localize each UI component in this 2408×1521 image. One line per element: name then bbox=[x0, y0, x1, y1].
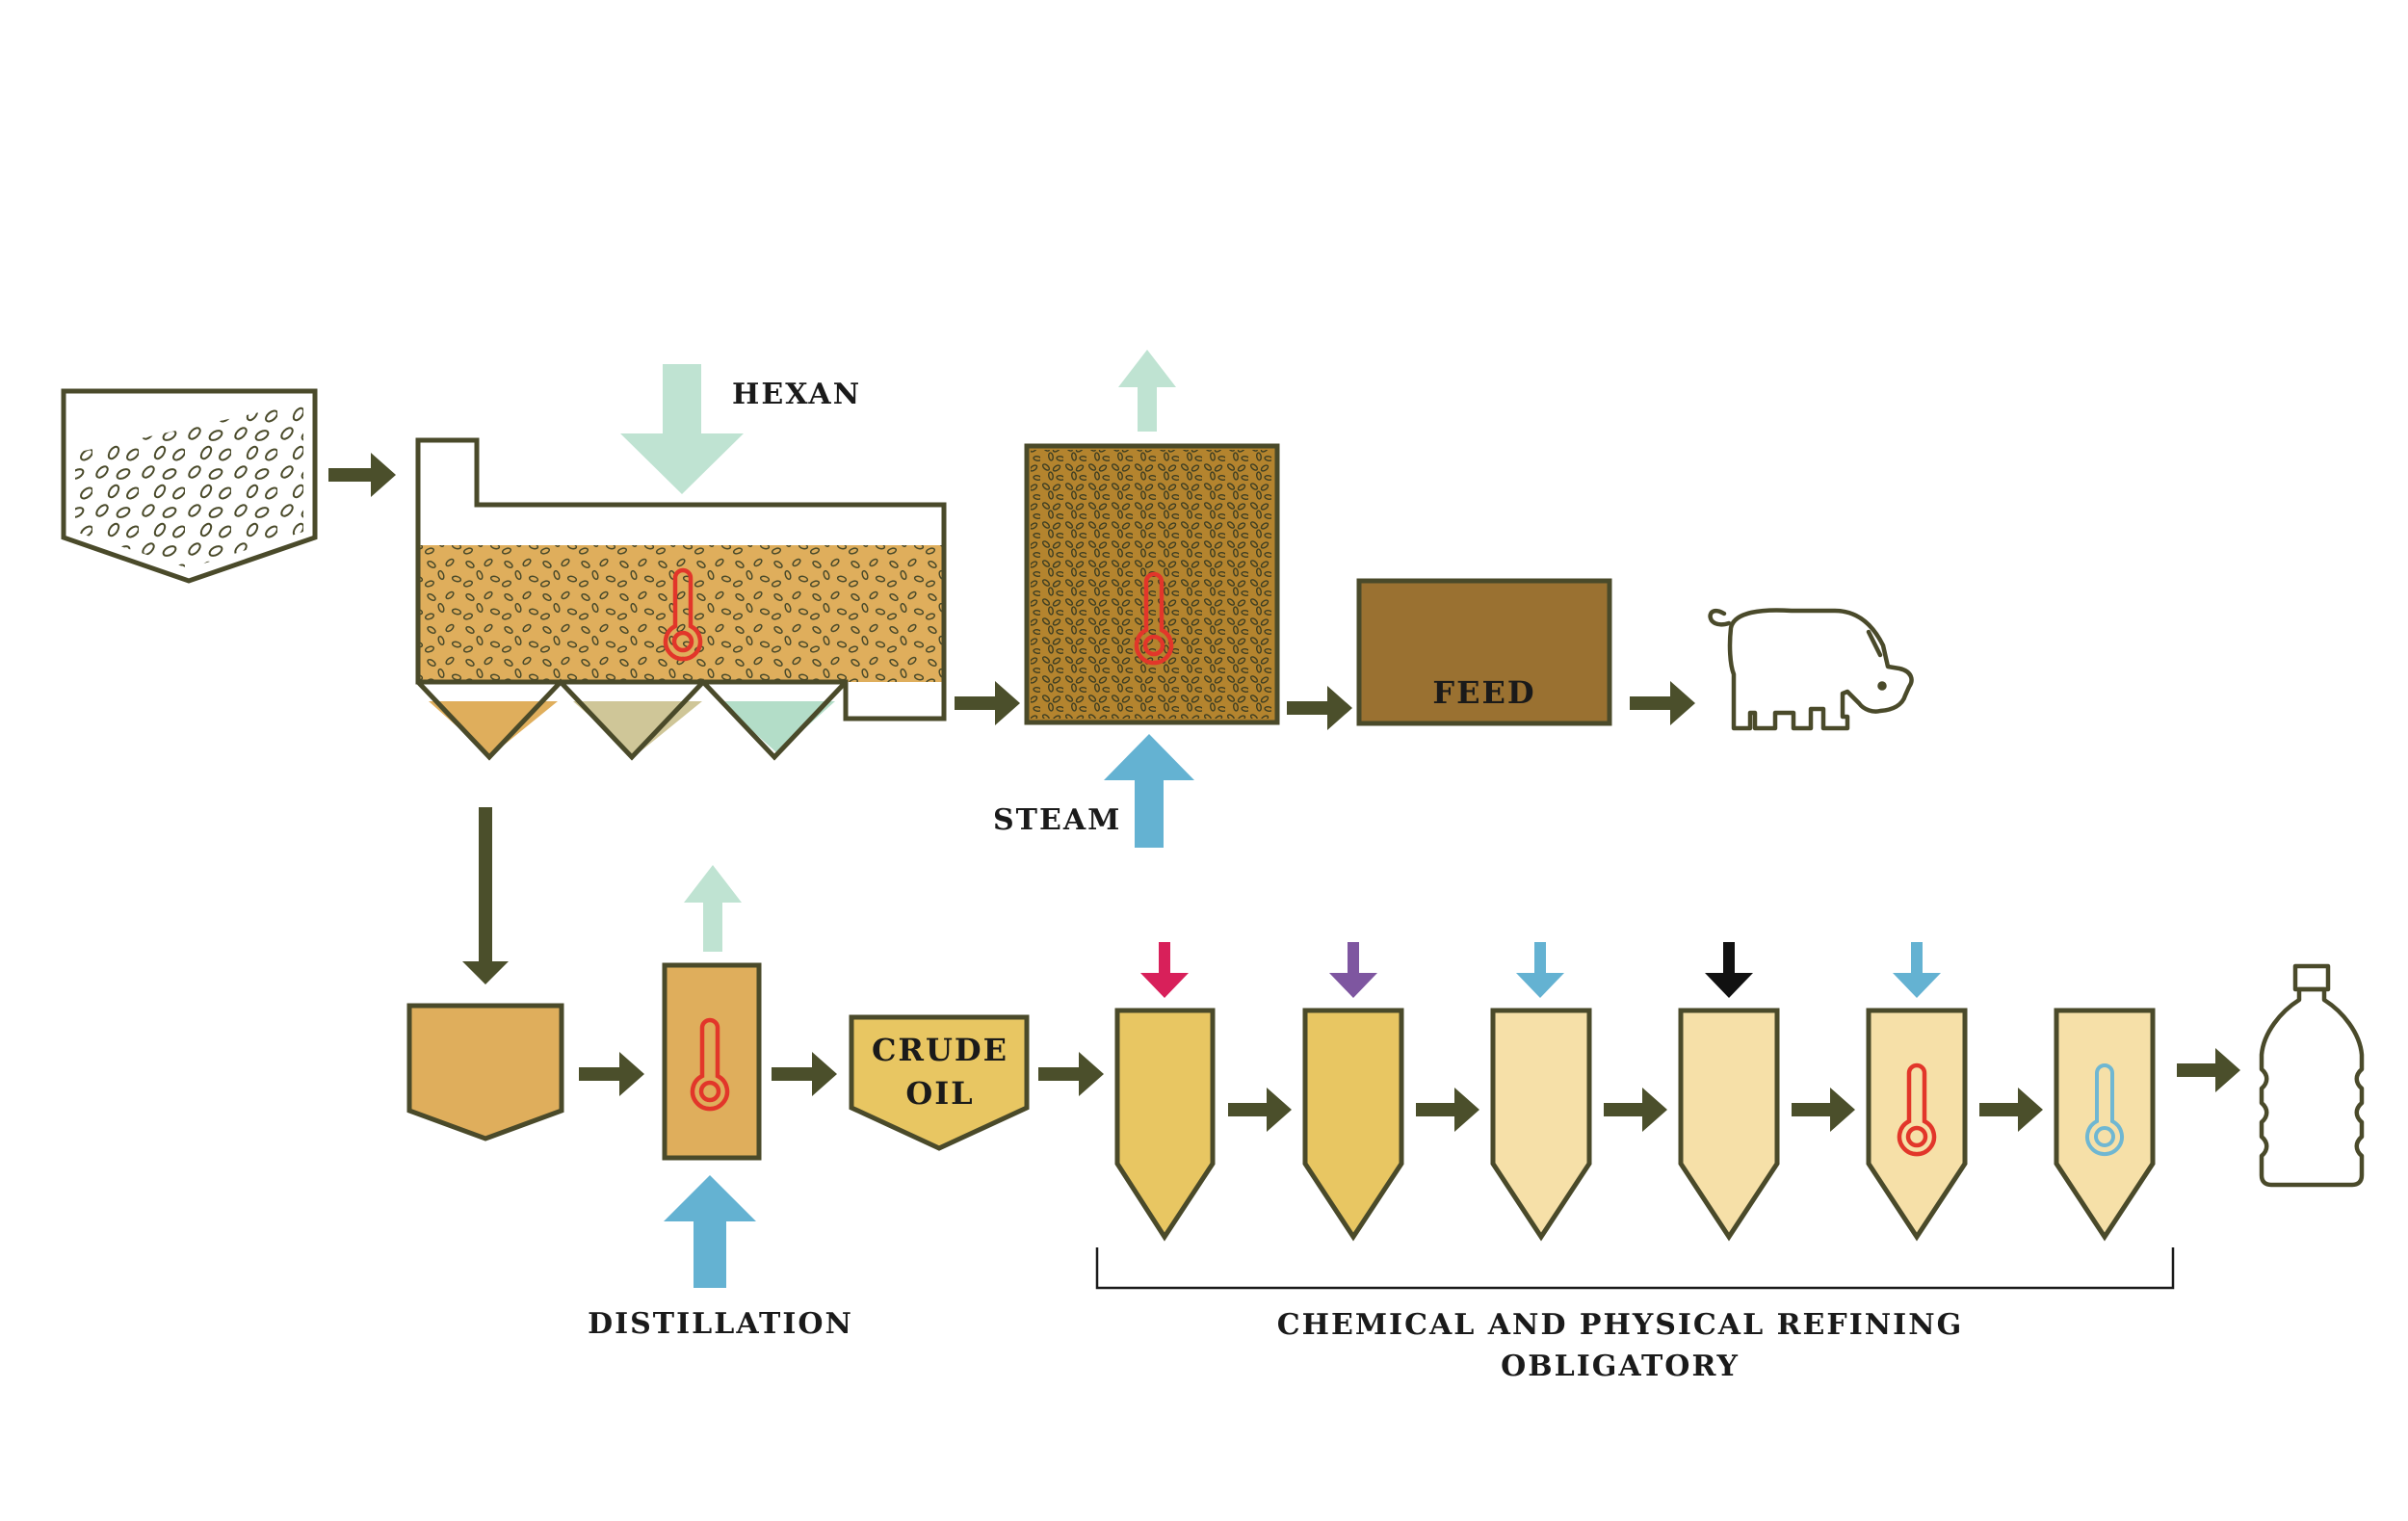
steam-inlet-arrow bbox=[1104, 734, 1194, 848]
steam-label: STEAM bbox=[993, 803, 1121, 837]
flow-arrow-stage1-to-stage2 bbox=[1228, 1088, 1292, 1132]
flow-arrow-stage4-to-stage5 bbox=[1792, 1088, 1855, 1132]
reagent-arrow bbox=[1140, 942, 1189, 998]
flow-arrow-crude-to-refining bbox=[1038, 1052, 1104, 1096]
crude-oil-label-line1: CRUDE bbox=[872, 1032, 1008, 1068]
flow-arrow-refining-to-bottle bbox=[2177, 1048, 2240, 1092]
refining-stage-4 bbox=[1678, 942, 1780, 1242]
reagent-arrow bbox=[1516, 942, 1564, 998]
oil-bottle-icon bbox=[2259, 963, 2365, 1188]
flow-arrow-miscella-to-distiller bbox=[579, 1052, 644, 1096]
refining-stage-6 bbox=[2054, 1008, 2156, 1242]
hexan-inlet-arrow bbox=[620, 364, 744, 494]
feed-container: FEED bbox=[1356, 578, 1612, 726]
extractor-tank bbox=[415, 437, 947, 721]
flow-arrow-feed-to-animal bbox=[1630, 681, 1695, 725]
flow-arrow-stage3-to-stage4 bbox=[1604, 1088, 1667, 1132]
feed-label: FEED bbox=[1432, 674, 1535, 711]
flow-arrow-desolventizer-to-feed bbox=[1287, 686, 1352, 730]
distillation-column bbox=[662, 962, 762, 1161]
refining-label-line1: CHEMICAL AND PHYSICAL REFINING bbox=[1277, 1308, 1964, 1342]
flow-arrow-distiller-to-crude bbox=[772, 1052, 837, 1096]
refining-stage-3 bbox=[1490, 942, 1592, 1242]
crude-oil-label-line2: OIL bbox=[905, 1075, 974, 1112]
refining-bracket bbox=[1095, 1247, 2175, 1290]
flow-arrow-stage5-to-stage6 bbox=[1979, 1088, 2043, 1132]
flow-arrow-stage2-to-stage3 bbox=[1416, 1088, 1479, 1132]
flow-arrow-bin-to-extractor bbox=[328, 453, 396, 497]
seed-bin bbox=[61, 388, 318, 584]
distillation-vapor-arrow bbox=[684, 865, 742, 952]
flow-arrow-extractor-to-miscella bbox=[462, 807, 509, 984]
extractor-hoppers bbox=[416, 678, 848, 761]
distillation-steam-arrow bbox=[664, 1175, 756, 1288]
reagent-arrow bbox=[1705, 942, 1753, 998]
reagent-arrow bbox=[1329, 942, 1377, 998]
refining-stage-5 bbox=[1866, 942, 1968, 1242]
flow-arrow-extractor-to-desolventizer bbox=[955, 681, 1020, 725]
miscella-tank bbox=[406, 1003, 564, 1141]
crude-oil-tank: CRUDE OIL bbox=[849, 1014, 1030, 1151]
refining-label-line2: OBLIGATORY bbox=[1501, 1350, 1740, 1383]
hexan-label: HEXAN bbox=[732, 378, 861, 411]
distillation-label: DISTILLATION bbox=[588, 1307, 853, 1341]
pig-icon bbox=[1708, 608, 1914, 731]
vapor-outlet-arrow bbox=[1118, 350, 1176, 432]
desolventizer-toaster bbox=[1024, 443, 1280, 725]
reagent-arrow bbox=[1893, 942, 1941, 998]
refining-stage-1 bbox=[1114, 942, 1216, 1242]
refining-stage-2 bbox=[1302, 942, 1404, 1242]
